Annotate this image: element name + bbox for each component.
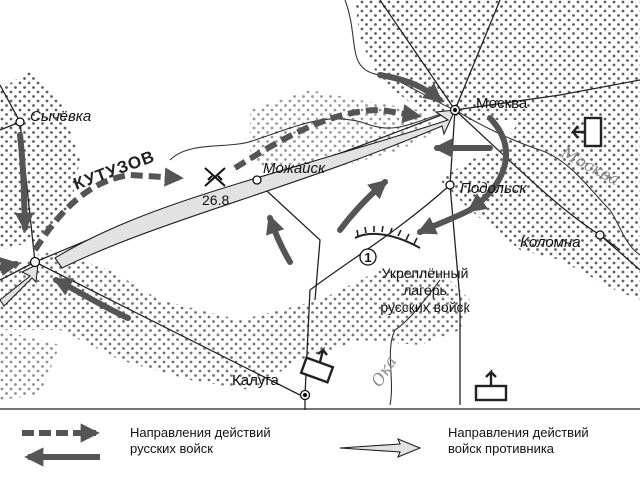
legend-enemy-line1: Направления действий xyxy=(448,425,589,440)
enemy-arrows xyxy=(0,109,456,307)
label-camp-line3: русских войск xyxy=(380,299,470,315)
label-mozhaisk: Можайск xyxy=(263,160,326,177)
camp-line xyxy=(354,232,421,249)
arrow-to-west-hub xyxy=(52,277,131,321)
enemy-west-arrow xyxy=(0,263,39,307)
arrow-to-mozhaisk-road xyxy=(337,179,388,233)
arrow-west-edge xyxy=(0,257,20,276)
arrow-north-center xyxy=(266,214,293,265)
battle-crossed-swords-icon xyxy=(204,167,226,187)
mozhaisk-marker xyxy=(252,175,262,185)
kutuzov-route xyxy=(32,104,422,252)
camp-number-circle xyxy=(359,248,377,266)
west-hub-marker xyxy=(29,256,41,268)
enemy-main-arrow xyxy=(54,109,456,269)
label-kolomna: Коломна xyxy=(520,234,581,251)
label-camp-line1: Укреплённый xyxy=(382,265,469,281)
unit-kaluga-icon xyxy=(299,346,335,384)
legend: Направления действий русских войск Напра… xyxy=(130,425,589,456)
label-camp-line2: лагерь xyxy=(403,282,447,298)
kolomna-marker xyxy=(595,230,605,240)
forest-areas xyxy=(0,0,640,400)
fortified-camp: 1 xyxy=(354,225,421,266)
label-podolsk: Подольск xyxy=(460,180,527,197)
arrow-moscow-south xyxy=(466,115,509,213)
legend-arrows xyxy=(22,423,422,467)
legend-enemy-line2: войск противника xyxy=(448,441,555,456)
camp-number: 1 xyxy=(364,250,371,265)
kutuzov-route-east xyxy=(233,104,422,171)
unit-symbols xyxy=(299,116,603,402)
label-moscow: Москва xyxy=(476,95,528,112)
label-sychevka: Сычёвка xyxy=(30,108,91,125)
city-markers xyxy=(15,104,605,401)
label-battle-date: 26.8 xyxy=(202,192,229,208)
arrow-from-sychevka xyxy=(14,132,35,232)
unit-south-east-icon xyxy=(474,369,508,402)
legend-russian-line1: Направления действий xyxy=(130,425,271,440)
legend-russian-line2: русских войск xyxy=(130,441,213,456)
podolsk-marker xyxy=(445,180,455,190)
label-kaluga: Калуга xyxy=(232,372,279,389)
sychevka-marker xyxy=(15,117,25,127)
arrow-north-to-moscow xyxy=(377,72,443,103)
unit-moscow-east-icon xyxy=(570,116,603,148)
russian-solid-arrows xyxy=(0,72,509,321)
arrow-to-camp xyxy=(416,207,473,235)
legend-background xyxy=(0,410,640,497)
legend-enemy-arrow xyxy=(339,437,422,459)
